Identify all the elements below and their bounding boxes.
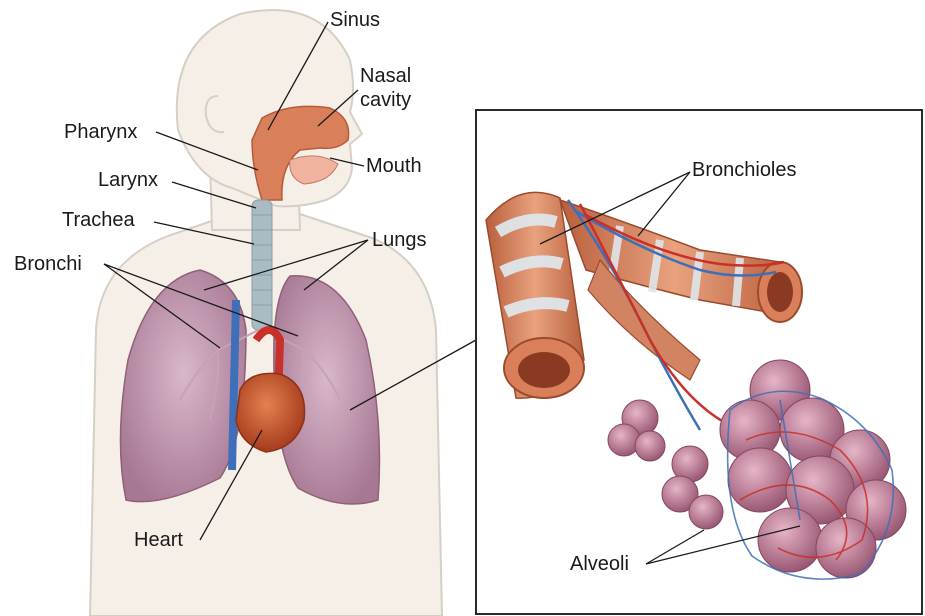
trachea-shape <box>252 200 272 330</box>
label-pharynx: Pharynx <box>64 121 137 143</box>
label-nasal-line1: Nasal <box>360 65 411 87</box>
inset-panel <box>476 110 922 614</box>
label-nasal-line2: cavity <box>360 89 411 111</box>
label-trachea: Trachea <box>62 209 136 231</box>
label-alveoli: Alveoli <box>570 553 629 575</box>
label-bronchi: Bronchi <box>14 253 82 275</box>
label-mouth: Mouth <box>366 155 422 177</box>
label-larynx: Larynx <box>98 169 158 191</box>
label-heart: Heart <box>134 529 183 551</box>
label-sinus: Sinus <box>330 9 380 31</box>
label-lungs: Lungs <box>372 229 427 251</box>
vena-cava <box>232 300 236 470</box>
label-bronchioles: Bronchioles <box>692 159 797 181</box>
